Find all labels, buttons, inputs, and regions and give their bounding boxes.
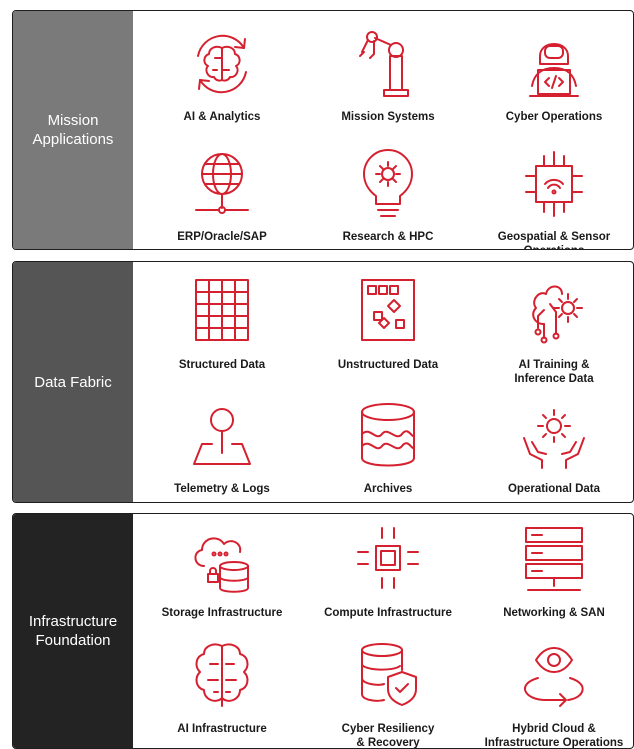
eye-cycle-icon: [524, 647, 584, 707]
panel-content: Structured Data Unstructured Data AI Tra…: [133, 262, 633, 502]
globe-network-icon: [195, 153, 249, 214]
item-geospatial: Geospatial & Sensor Operations: [471, 146, 633, 249]
item-erp: ERP/Oracle/SAP: [139, 146, 305, 249]
item-cyber-resiliency: Cyber Resiliency & Recovery: [305, 638, 471, 749]
item-ai-training: AI Training & Inference Data: [471, 274, 633, 392]
item-compute-infrastructure: Compute Infrastructure: [305, 522, 471, 640]
lightbulb-gear-icon: [363, 149, 413, 217]
item-label: Cyber Resiliency & Recovery: [341, 723, 435, 749]
item-label: Geospatial & Sensor Operations: [497, 231, 611, 249]
chip-signal-icon: [525, 151, 583, 217]
item-unstructured-data: Unstructured Data: [305, 274, 471, 392]
item-research-hpc: Research & HPC: [305, 146, 471, 249]
ai-head-gear-icon: [532, 285, 583, 344]
item-label: Operational Data: [507, 483, 601, 495]
item-label: Telemetry & Logs: [174, 483, 270, 495]
item-label: Structured Data: [178, 359, 266, 371]
cpu-icon: [357, 527, 419, 589]
item-label: Compute Infrastructure: [324, 607, 452, 619]
ai-brain-cycle-icon: [197, 34, 247, 94]
panel-content: Storage Infrastructure Compute Infrastru…: [133, 514, 633, 748]
item-hybrid-cloud: Hybrid Cloud & Infrastructure Operations: [471, 638, 633, 749]
brain-circuit-icon: [195, 643, 249, 707]
item-label: Archives: [363, 483, 413, 495]
item-label: AI Infrastructure: [177, 723, 267, 735]
item-label: AI Training & Inference Data: [514, 359, 594, 385]
item-ai-infrastructure: AI Infrastructure: [139, 638, 305, 748]
panel-title: Mission Applications: [13, 11, 133, 249]
item-mission-systems: Mission Systems: [305, 26, 471, 144]
item-label: Hybrid Cloud & Infrastructure Operations: [484, 723, 624, 749]
panel-data-fabric: Data Fabric Structured Data Unstructured…: [12, 261, 634, 503]
item-operational-data: Operational Data: [471, 398, 633, 502]
grid-icon: [195, 279, 249, 341]
scattered-blocks-icon: [361, 279, 415, 341]
panel-title: Data Fabric: [13, 262, 133, 502]
panel-infrastructure-foundation: Infrastructure Foundation Storage Infras…: [12, 513, 634, 749]
database-shield-icon: [361, 643, 417, 706]
database-wave-icon: [361, 403, 415, 467]
cloud-database-icon: [194, 537, 249, 593]
item-label: AI & Analytics: [183, 111, 261, 123]
item-storage-infrastructure: Storage Infrastructure: [139, 522, 305, 640]
panel-title: Infrastructure Foundation: [13, 514, 133, 748]
hacker-laptop-icon: [529, 43, 579, 97]
item-cyber-operations: Cyber Operations: [471, 26, 633, 144]
panel-mission-applications: Mission Applications AI & Analytics Miss…: [12, 10, 634, 250]
item-structured-data: Structured Data: [139, 274, 305, 392]
robotic-arm-icon: [359, 31, 409, 97]
item-label: ERP/Oracle/SAP: [177, 231, 267, 243]
panel-content: AI & Analytics Mission Systems Cyber Ope…: [133, 11, 633, 249]
item-label: Mission Systems: [341, 111, 435, 123]
item-label: Networking & SAN: [503, 607, 605, 619]
hands-gear-icon: [523, 409, 585, 469]
item-label: Unstructured Data: [337, 359, 439, 371]
item-archives: Archives: [305, 398, 471, 502]
item-label: Storage Infrastructure: [161, 607, 283, 619]
item-networking-san: Networking & SAN: [471, 522, 633, 640]
item-label: Cyber Operations: [505, 111, 603, 123]
item-label: Research & HPC: [342, 231, 434, 243]
item-ai-analytics: AI & Analytics: [139, 26, 305, 144]
item-telemetry-logs: Telemetry & Logs: [139, 398, 305, 502]
server-rack-icon: [525, 527, 583, 591]
map-pin-icon: [193, 408, 251, 465]
